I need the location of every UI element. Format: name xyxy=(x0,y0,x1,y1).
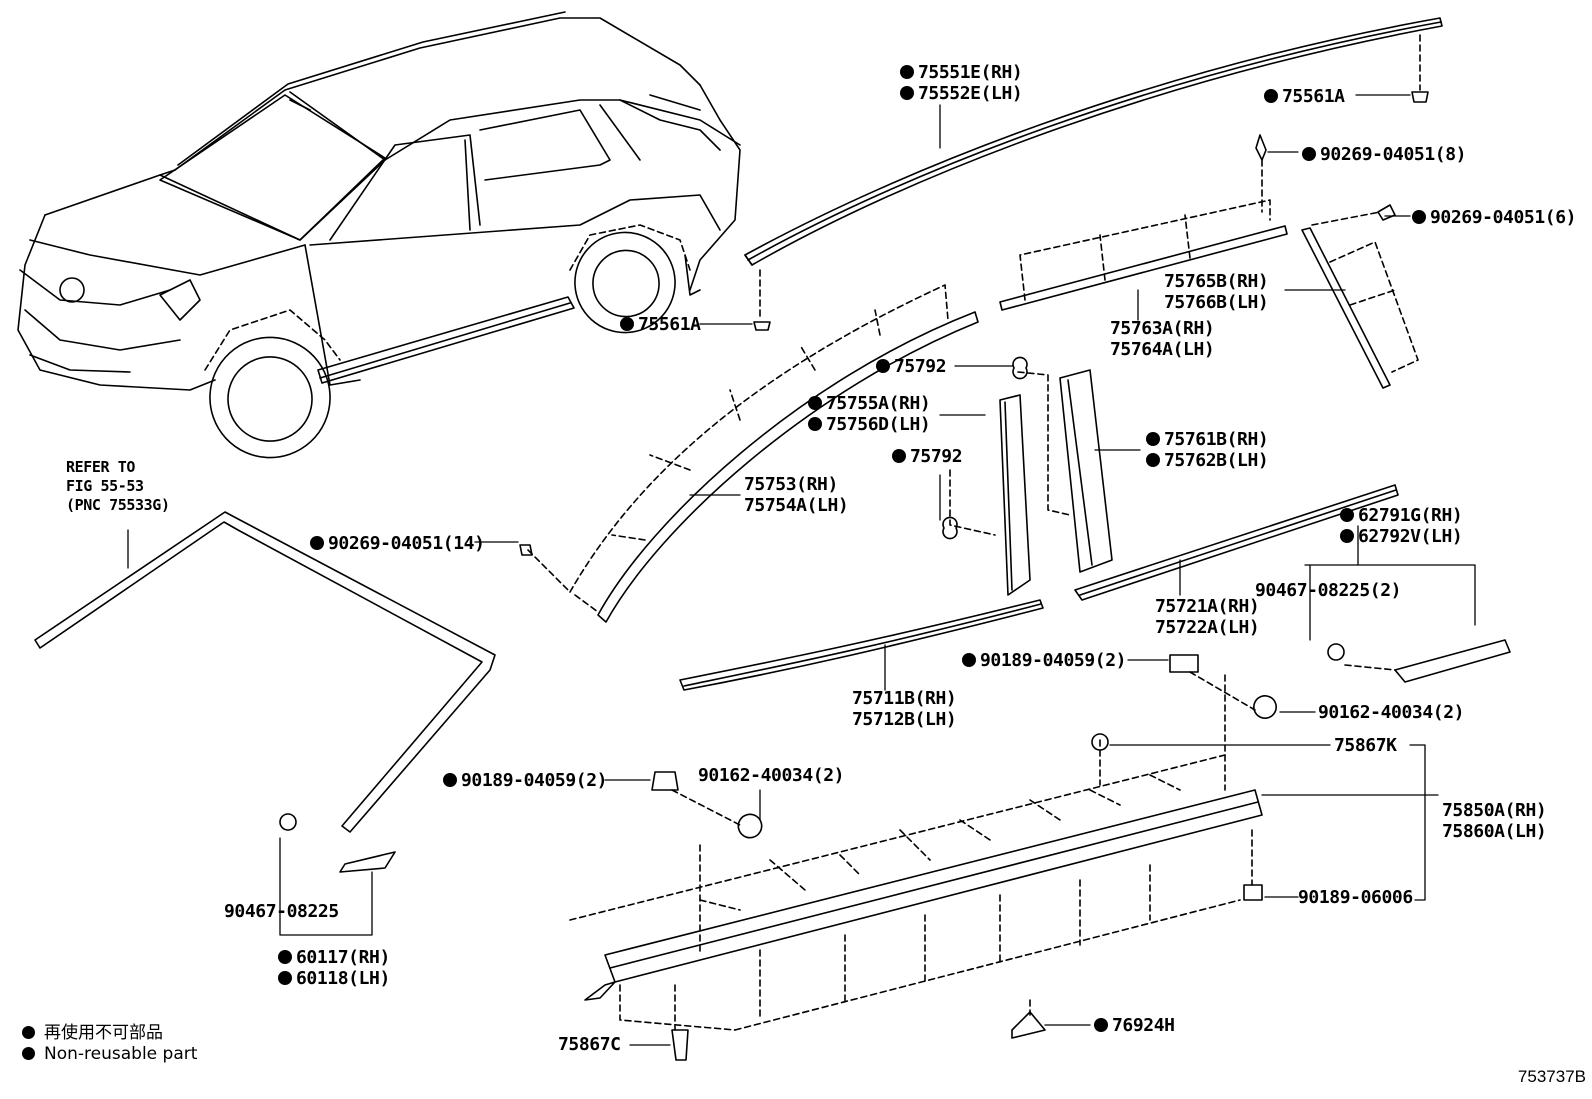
non-reusable-marker-icon xyxy=(1340,508,1354,522)
part-label-75792-a: 75792 xyxy=(876,356,947,377)
part-label-75766b: 75766B(LH) xyxy=(1164,292,1269,313)
part-label-75756d: 75756D(LH) xyxy=(808,414,931,435)
part-label-90162-40034-2-right: 90162-40034(2) xyxy=(1318,702,1465,723)
part-label-75561a-mid: 75561A xyxy=(620,314,701,335)
part-label-75860a: 75860A(LH) xyxy=(1442,821,1547,842)
part-label-75867c: 75867C xyxy=(558,1034,621,1055)
part-label-62791g: 62791G(RH) xyxy=(1340,505,1463,526)
part-label-75552e: 75552E(LH) xyxy=(900,83,1023,104)
part-label-90189-04059-2-right: 90189-04059(2) xyxy=(962,650,1127,671)
non-reusable-marker-icon xyxy=(876,359,890,373)
part-label-75753: 75753(RH) xyxy=(744,474,838,495)
part-label-90467-08225: 90467-08225 xyxy=(224,901,339,922)
non-reusable-marker-icon xyxy=(1412,210,1426,224)
part-label-90189-06006: 90189-06006 xyxy=(1298,887,1413,908)
part-label-75712b: 75712B(LH) xyxy=(852,709,957,730)
non-reusable-marker-icon xyxy=(900,65,914,79)
part-label-90269-04051-6: 90269-04051(6) xyxy=(1412,207,1577,228)
non-reusable-marker-icon xyxy=(1094,1018,1108,1032)
leader-lines xyxy=(127,94,1476,1046)
roof-molding-part xyxy=(744,17,1443,331)
legend-japanese: 再使用不可部品 xyxy=(22,1018,163,1043)
part-label-75850a: 75850A(RH) xyxy=(1442,800,1547,821)
reference-note-line-2: FIG 55-53 xyxy=(66,477,144,495)
vehicle-illustration xyxy=(17,11,741,459)
reference-note-line-1: REFER TO xyxy=(66,458,136,476)
non-reusable-marker-icon xyxy=(1146,432,1160,446)
non-reusable-marker-icon xyxy=(1302,147,1316,161)
non-reusable-marker-icon xyxy=(808,396,822,410)
windshield-molding xyxy=(34,511,496,873)
part-label-75755a: 75755A(RH) xyxy=(808,393,931,414)
part-label-75754a: 75754A(LH) xyxy=(744,495,849,516)
part-label-75792-b: 75792 xyxy=(892,446,963,467)
part-label-76924h: 76924H xyxy=(1094,1015,1175,1036)
non-reusable-marker-icon xyxy=(310,536,324,550)
front-door-frame-molding xyxy=(519,284,979,623)
part-label-75721a: 75721A(RH) xyxy=(1155,596,1260,617)
non-reusable-marker-icon xyxy=(1264,89,1278,103)
non-reusable-marker-icon xyxy=(1146,453,1160,467)
part-label-75761b: 75761B(RH) xyxy=(1146,429,1269,450)
part-label-90467-08225-2: 90467-08225(2) xyxy=(1255,580,1402,601)
part-label-75551e: 75551E(RH) xyxy=(900,62,1023,83)
part-label-75561a-top: 75561A xyxy=(1264,86,1345,107)
non-reusable-marker-icon xyxy=(443,773,457,787)
belt-moldings xyxy=(679,484,1399,691)
part-label-90269-04051-8: 90269-04051(8) xyxy=(1302,144,1467,165)
quarter-molding xyxy=(1301,204,1419,389)
non-reusable-marker-icon xyxy=(620,317,634,331)
part-label-75762b: 75762B(LH) xyxy=(1146,450,1269,471)
non-reusable-marker-icon xyxy=(1340,529,1354,543)
part-label-75722a: 75722A(LH) xyxy=(1155,617,1260,638)
part-label-75765b: 75765B(RH) xyxy=(1164,271,1269,292)
part-label-60117: 60117(RH) xyxy=(278,947,390,968)
wheel-opening-molding xyxy=(1327,639,1511,683)
part-label-75711b: 75711B(RH) xyxy=(852,688,957,709)
rocker-molding xyxy=(569,654,1277,1061)
non-reusable-marker-icon xyxy=(278,971,292,985)
filled-circle-icon xyxy=(22,1026,35,1039)
part-label-60118: 60118(LH) xyxy=(278,968,390,989)
filled-circle-icon xyxy=(22,1047,35,1060)
part-label-90269-04051-14: 90269-04051(14) xyxy=(310,533,485,554)
rear-door-frame-molding xyxy=(999,134,1288,311)
figure-number: 753737B xyxy=(1517,1067,1586,1086)
non-reusable-marker-icon xyxy=(808,417,822,431)
non-reusable-marker-icon xyxy=(962,653,976,667)
part-label-90189-04059-2-left: 90189-04059(2) xyxy=(443,770,608,791)
part-label-75763a: 75763A(RH) xyxy=(1110,318,1215,339)
non-reusable-marker-icon xyxy=(892,449,906,463)
non-reusable-marker-icon xyxy=(278,950,292,964)
reference-note-line-3: (PNC 75533G) xyxy=(66,496,170,514)
non-reusable-marker-icon xyxy=(900,86,914,100)
part-label-62792v: 62792V(LH) xyxy=(1340,526,1463,547)
pillar-garnishes xyxy=(942,356,1113,596)
part-label-75764a: 75764A(LH) xyxy=(1110,339,1215,360)
part-label-75867k: 75867K xyxy=(1334,735,1397,756)
part-label-90162-40034-2-left: 90162-40034(2) xyxy=(698,765,845,786)
legend-english: Non-reusable part xyxy=(22,1044,197,1064)
